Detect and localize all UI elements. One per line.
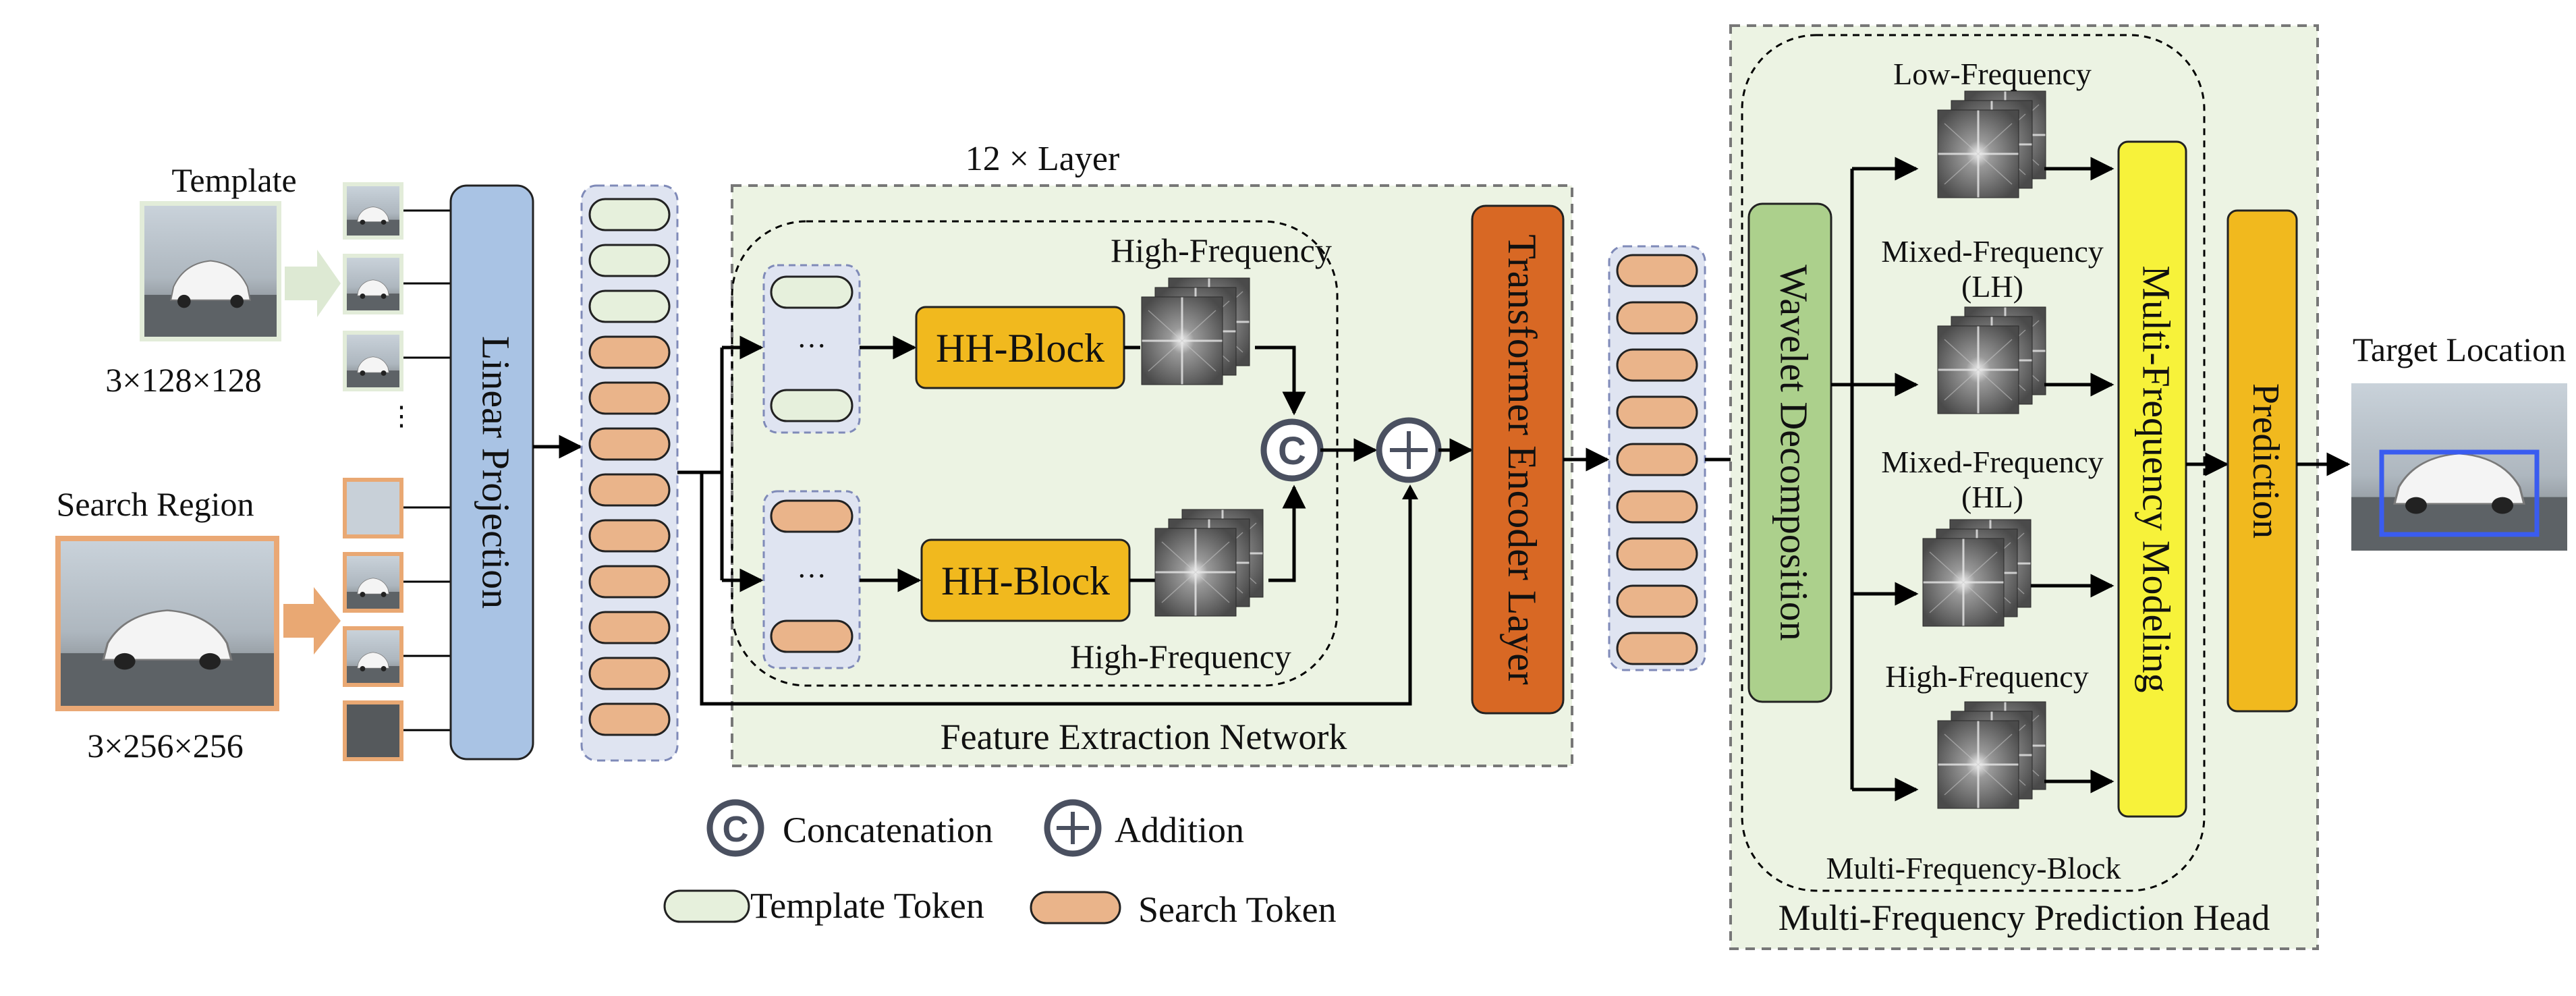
- template-token: [770, 275, 853, 309]
- multi-frequency-modeling-block: [2117, 140, 2187, 818]
- legend-concat-label: Concatenation: [783, 810, 993, 850]
- search-label: Search Region: [57, 485, 254, 523]
- template-token: [770, 389, 853, 422]
- linear-projection-block: [449, 184, 534, 760]
- multi-frequency-block-title: Multi-Frequency-Block: [1826, 851, 2121, 885]
- bounding-box: [2379, 449, 2540, 537]
- fourth-frequency-map: [1938, 702, 2046, 808]
- split-connectors: [677, 335, 1412, 706]
- token-column-output: [1616, 254, 1698, 665]
- high-frequency-head-label: High-Frequency: [1885, 659, 2088, 694]
- prediction-head-title: Multi-Frequency Prediction Head: [1779, 897, 2270, 938]
- legend-add-label: Addition: [1115, 810, 1244, 850]
- high-frequency-map-bottom: [1155, 509, 1263, 616]
- low-frequency-map: [1938, 91, 2046, 198]
- to-concat-connectors: [1255, 345, 1306, 582]
- patch-connectors: [403, 209, 451, 731]
- prediction-label: Prediction: [2245, 383, 2287, 538]
- legend-search-token-icon: [1030, 891, 1121, 924]
- mixed-hl-label-1: Mixed-Frequency: [1881, 445, 2104, 479]
- high-frequency-bottom-label: High-Frequency: [1070, 638, 1291, 675]
- legend-search-token-label: Search Token: [1138, 889, 1337, 930]
- token-ellipsis-top: ···: [797, 329, 827, 362]
- addition-node: [1376, 417, 1442, 483]
- mixed-lh-map: [1938, 307, 2046, 414]
- target-location-image: [2351, 383, 2567, 551]
- feature-extraction-title: Feature Extraction Network: [941, 717, 1347, 757]
- search-token: [770, 619, 853, 653]
- search-arrow: [283, 587, 341, 655]
- svg-text:C: C: [723, 809, 749, 850]
- hh-block-top-label: HH-Block: [936, 326, 1104, 370]
- transformer-encoder-label: Transformer Encoder Layer: [1500, 234, 1544, 685]
- template-image: [140, 201, 281, 341]
- wavelet-decomposition-label: Wavelet Decomposition: [1772, 265, 1816, 640]
- svg-text:C: C: [1278, 429, 1306, 473]
- patch-ellipsis: ⋮: [388, 401, 415, 431]
- token-column-input: [588, 198, 671, 736]
- mixed-lh-label-1: Mixed-Frequency: [1881, 234, 2104, 269]
- search-token: [770, 499, 853, 533]
- mixed-hl-label-2: (HL): [1961, 480, 2023, 514]
- high-frequency-map-top: [1142, 278, 1250, 385]
- token-ellipsis-bottom: ···: [797, 559, 827, 592]
- legend-concat-icon: C: [706, 799, 764, 857]
- search-image: [55, 536, 279, 711]
- prediction-block: [2227, 209, 2298, 713]
- mixed-lh-label-2: (LH): [1961, 269, 2023, 304]
- template-label: Template: [171, 161, 296, 199]
- template-size: 3×128×128: [105, 361, 261, 399]
- search-patches: [343, 478, 403, 761]
- concatenation-node: C: [1260, 418, 1324, 482]
- linear-projection-label: Linear Projection: [474, 336, 518, 609]
- hh-branch-region: [731, 220, 1339, 687]
- target-location-label: Target Location: [2353, 331, 2566, 368]
- legend-template-token-icon: [663, 889, 750, 923]
- high-frequency-map-head: [1923, 520, 2031, 626]
- wavelet-connectors: [1831, 157, 1919, 802]
- high-frequency-top-label: High-Frequency: [1111, 231, 1332, 269]
- to-mfm-connectors: [2031, 157, 2115, 794]
- multi-frequency-modeling-label: Multi-Frequency Modeling: [2135, 265, 2179, 692]
- feature-extraction-network: [731, 184, 1573, 767]
- template-patches: [343, 182, 403, 391]
- low-frequency-label: Low-Frequency: [1893, 57, 2092, 91]
- hh-block-bottom-label: HH-Block: [941, 559, 1110, 603]
- wavelet-decomposition-block: [1747, 202, 1832, 703]
- template-arrow: [285, 250, 341, 317]
- legend-add-icon: [1044, 799, 1102, 857]
- legend-template-token-label: Template Token: [750, 885, 984, 926]
- search-size: 3×256×256: [87, 727, 243, 765]
- layer-repeat-label: 12 × Layer: [965, 140, 1120, 178]
